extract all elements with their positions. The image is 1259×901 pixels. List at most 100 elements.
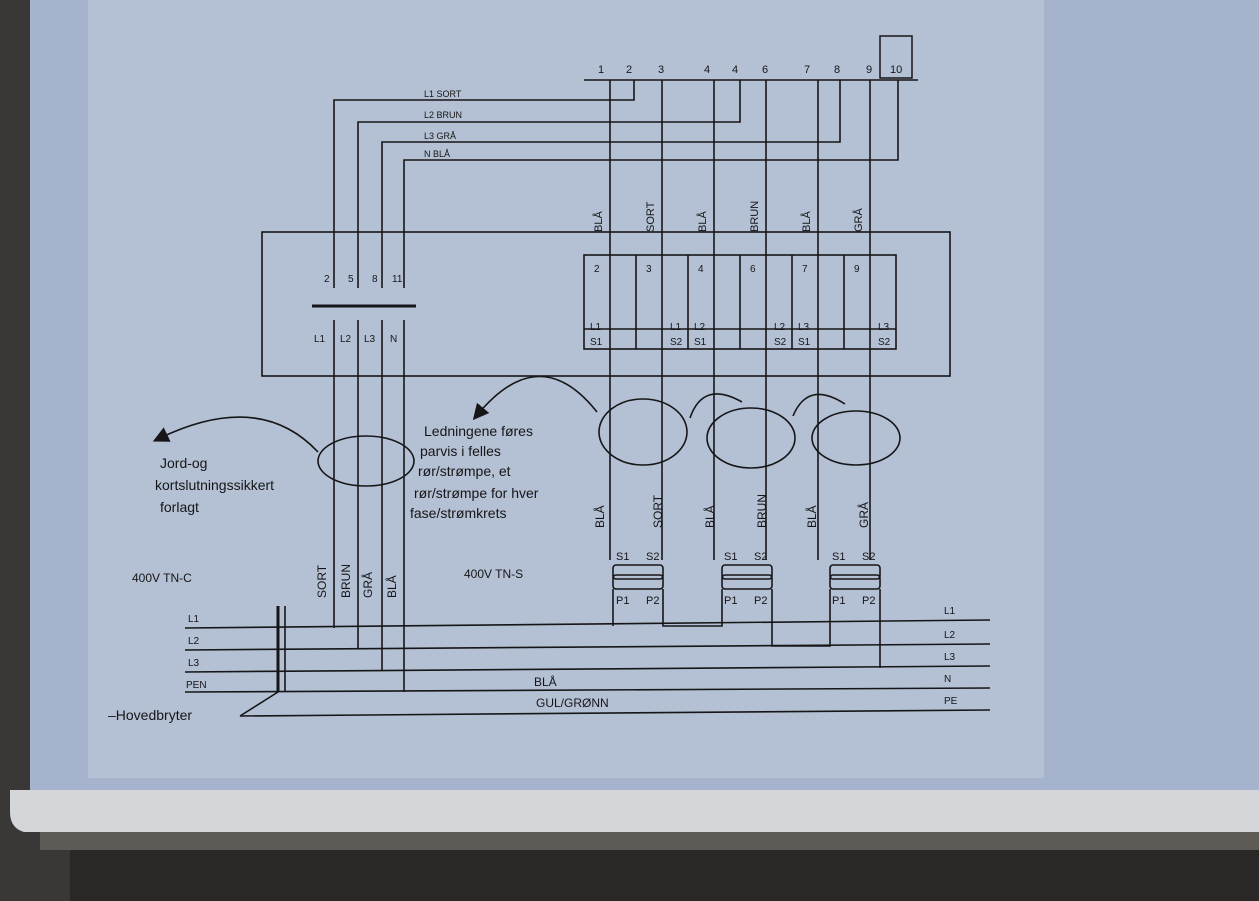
terminal-numbers: 1 2 3 4 4 6 7 8 9 10 bbox=[598, 64, 902, 76]
supply-wire-labels: L1 SORT L2 BRUN L3 GRÅ N BLÅ bbox=[424, 89, 462, 159]
bus-label: L2 bbox=[188, 636, 200, 647]
diagram-ink bbox=[152, 79, 991, 717]
bus-label: PE bbox=[944, 696, 958, 707]
color-label: BRUN bbox=[755, 494, 769, 528]
terminal-10-box bbox=[879, 35, 913, 79]
color-label: BLÅ bbox=[592, 211, 605, 232]
ct-secondary-label: S1 bbox=[832, 551, 845, 563]
color-label: BLÅ bbox=[696, 211, 709, 232]
ct-secondary-label: S2 bbox=[862, 551, 875, 563]
note-line: Jord-og bbox=[160, 455, 207, 471]
note-line: forlagt bbox=[160, 499, 199, 515]
bus-label: N bbox=[944, 674, 951, 685]
note-line: parvis i felles bbox=[420, 443, 501, 459]
bezel-shadow bbox=[40, 832, 1259, 850]
relay-number: 4 bbox=[698, 264, 704, 275]
bus-label: L3 bbox=[188, 658, 200, 669]
note-line: rør/strømpe for hver bbox=[414, 485, 539, 501]
ct-primary-label: P1 bbox=[832, 595, 845, 607]
supply-label-tnc: 400V TN-C bbox=[132, 571, 192, 585]
relay-number: 6 bbox=[750, 264, 756, 275]
relay-terminal: S2 bbox=[774, 337, 787, 348]
relay-terminal: L2 bbox=[694, 322, 706, 333]
ct-secondary-label: S1 bbox=[616, 551, 629, 563]
color-label: GRÅ bbox=[852, 208, 865, 233]
color-label: SORT bbox=[315, 564, 329, 598]
relay-terminal: L3 bbox=[798, 322, 810, 333]
color-label: GRÅ bbox=[360, 572, 375, 598]
terminal-number: 3 bbox=[658, 64, 664, 76]
color-label: BRUN bbox=[749, 201, 761, 232]
supply-wire-label: N BLÅ bbox=[424, 149, 450, 159]
bus-label: L3 bbox=[944, 652, 956, 663]
relay-terminal: S1 bbox=[590, 337, 603, 348]
bus-n-label: BLÅ bbox=[534, 674, 557, 689]
terminal-number: 9 bbox=[866, 64, 872, 76]
switch-terminal: L3 bbox=[364, 334, 376, 345]
bus-pe-label: GUL/GRØNN bbox=[536, 696, 609, 710]
meter-enclosure bbox=[261, 231, 951, 377]
bus-l1 bbox=[184, 619, 991, 629]
wire-n-bla bbox=[403, 80, 899, 288]
bus-right-labels: L1 L2 L3 N PE bbox=[944, 606, 958, 707]
wire-l2-brun bbox=[357, 80, 741, 288]
switch-terminal: N bbox=[390, 334, 397, 345]
relay-terminal: S2 bbox=[670, 337, 683, 348]
color-label: BLÅ bbox=[384, 575, 399, 598]
note-center: Ledningene føres parvis i felles rør/str… bbox=[410, 423, 539, 521]
terminal-number: 6 bbox=[762, 64, 768, 76]
relay-number: 3 bbox=[646, 264, 652, 275]
ct-labels: S1 S2 P1 P2 S1 S2 P1 P2 S1 S2 P1 P2 bbox=[616, 551, 875, 607]
relay-terminal: S1 bbox=[798, 337, 811, 348]
switch-labels: 2 5 8 11 L1 L2 L3 N bbox=[314, 274, 403, 345]
text-layer: 1 2 3 4 4 6 7 8 9 10 L1 SORT L2 BRUN L3 … bbox=[108, 64, 958, 723]
terminal-number: 4 bbox=[704, 64, 710, 76]
relay-number: 2 bbox=[594, 264, 600, 275]
diagram-sheet bbox=[88, 0, 1044, 778]
cabinet-bezel bbox=[10, 790, 1259, 832]
supply-wire-label: L2 BRUN bbox=[424, 110, 462, 120]
switch-terminal: L1 bbox=[314, 334, 326, 345]
bus-label: L1 bbox=[944, 606, 956, 617]
switch-number: 11 bbox=[392, 274, 403, 285]
relay-number: 9 bbox=[854, 264, 860, 275]
relay-terminal: L2 bbox=[774, 322, 786, 333]
terminal-number: 10 bbox=[890, 64, 902, 76]
mid-color-labels: BLÅ SORT BLÅ BRUN BLÅ GRÅ bbox=[592, 494, 871, 528]
relay-terminal: L3 bbox=[878, 322, 890, 333]
color-label: BLÅ bbox=[592, 505, 607, 528]
switch-terminal: L2 bbox=[340, 334, 352, 345]
note-line: kortslutningssikkert bbox=[155, 477, 274, 493]
terminal-number: 2 bbox=[626, 64, 632, 76]
bus-label: L1 bbox=[188, 614, 200, 625]
bus-label: L2 bbox=[944, 630, 956, 641]
relay-labels: 2 3 4 6 7 9 L1 S1 L1 S2 L2 S1 L2 S2 L3 S… bbox=[590, 264, 891, 348]
bus-left-labels: L1 L2 L3 PEN bbox=[186, 614, 207, 691]
relay-terminal: S1 bbox=[694, 337, 707, 348]
ct-secondary-label: S2 bbox=[646, 551, 659, 563]
color-label: SORT bbox=[651, 494, 665, 528]
ct-primary-label: P1 bbox=[724, 595, 737, 607]
color-label: GRÅ bbox=[856, 502, 871, 528]
top-color-labels: BLÅ SORT BLÅ BRUN BLÅ GRÅ bbox=[592, 201, 865, 232]
supply-label-tns: 400V TN-S bbox=[464, 567, 523, 581]
color-label: BLÅ bbox=[800, 211, 813, 232]
note-left: Jord-og kortslutningssikkert forlagt bbox=[155, 455, 274, 515]
note-line: rør/strømpe, et bbox=[418, 463, 511, 479]
ct-primary-label: P2 bbox=[862, 595, 875, 607]
relay-number: 7 bbox=[802, 264, 808, 275]
ct-secondary-label: S2 bbox=[754, 551, 767, 563]
relay-terminal: L1 bbox=[590, 322, 602, 333]
color-label: BLÅ bbox=[804, 505, 819, 528]
wire-l3-gra bbox=[381, 80, 841, 288]
terminal-number: 8 bbox=[834, 64, 840, 76]
relay-terminal: L1 bbox=[670, 322, 682, 333]
supply-wire-label: L1 SORT bbox=[424, 89, 462, 99]
ct-primary-label: P2 bbox=[754, 595, 767, 607]
main-switch-label: –Hovedbryter bbox=[108, 707, 192, 723]
switch-number: 2 bbox=[324, 274, 330, 285]
terminal-number: 4 bbox=[732, 64, 738, 76]
relay-terminal: S2 bbox=[878, 337, 891, 348]
